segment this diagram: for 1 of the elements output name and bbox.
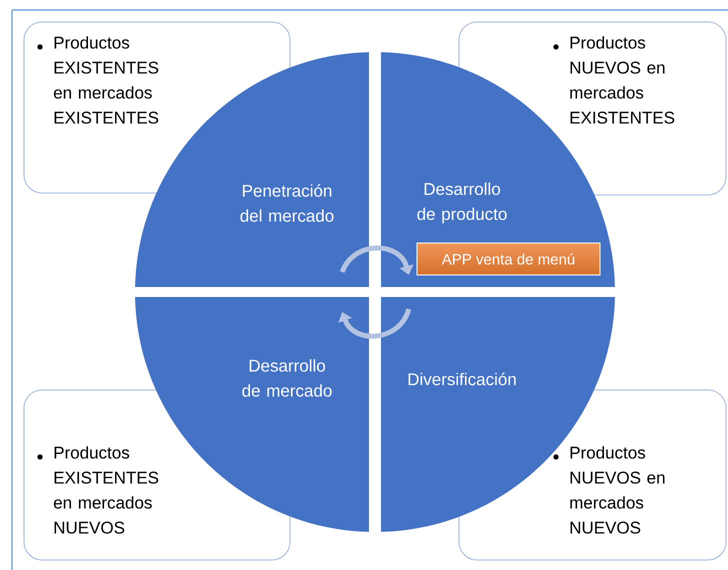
tag-box: APP venta de menú bbox=[416, 242, 600, 276]
